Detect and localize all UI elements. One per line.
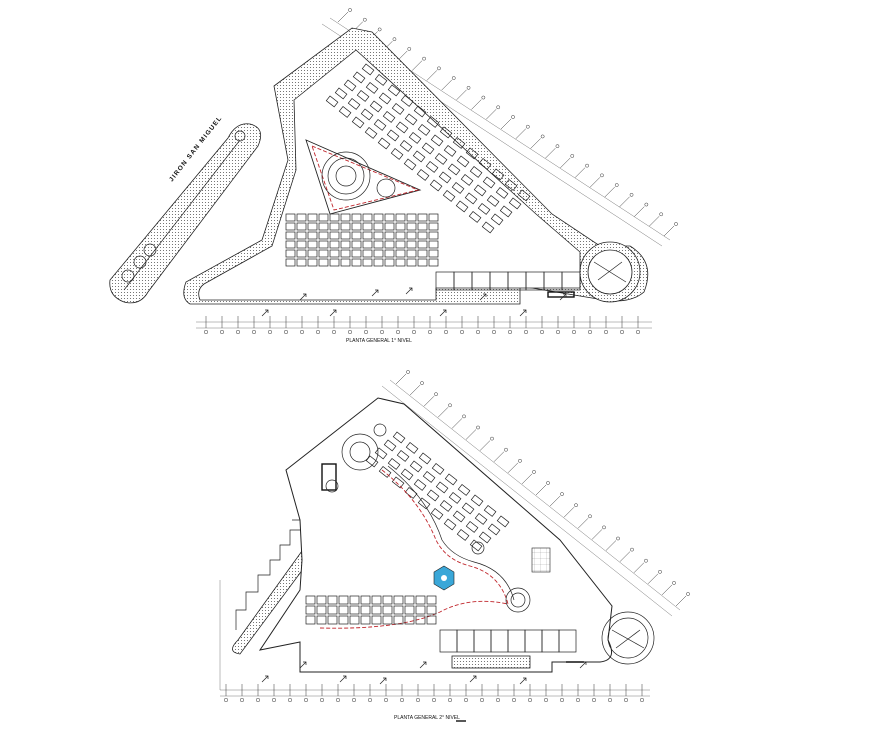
lower-bays-1 [435,271,581,291]
dimension-grid-2 [219,379,681,697]
diagonal-stall-rows-1 [325,63,531,234]
stair-core-2 [531,547,551,573]
horizontal-stall-block-2 [305,595,437,625]
plan-level-1: JIRON SAN MIGUEL PLANTA GENERAL 1° NIVEL [109,8,678,344]
corridor-path-2 [319,469,509,629]
diagonal-stall-rows-2 [365,431,510,552]
plan-level-2: PLANTA GENERAL 2° NIVEL [219,370,690,722]
loading-strip [547,291,575,298]
tree-symbols-2 [261,661,587,685]
grid-ticks-1 [203,8,678,335]
round-terminal-2 [601,611,655,665]
lower-bays-2 [439,629,577,653]
horizontal-stall-block-1 [285,213,439,267]
stepped-edge-2 [235,519,303,630]
plan-caption-2: PLANTA GENERAL 2° NIVEL [394,715,460,721]
street-curve-block [109,123,262,304]
building-body-1 [198,49,581,301]
round-terminal-1 [579,241,641,303]
upper-plaza-2 [321,423,387,493]
fountain-2 [433,565,455,591]
tree-symbols-1 [261,287,567,317]
plan-caption-1: PLANTA GENERAL 1° NIVEL [346,338,412,344]
grid-ticks-2 [223,370,690,703]
